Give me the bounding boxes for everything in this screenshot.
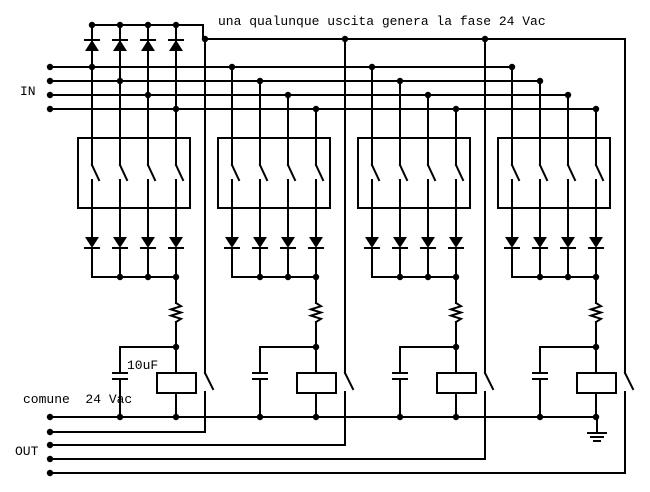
resistor-icon <box>587 301 605 324</box>
diode-icon <box>561 237 575 248</box>
switch-contact-icon <box>510 163 521 182</box>
junction-dot <box>536 77 544 85</box>
diode-icon <box>449 237 463 248</box>
relay-coil-icon <box>436 372 477 394</box>
junction-dot <box>396 273 404 281</box>
switch-contact-icon <box>258 163 269 182</box>
junction-dot <box>368 63 376 71</box>
junction-dot <box>312 105 320 113</box>
wire <box>119 346 177 374</box>
diode-icon <box>169 237 183 248</box>
title-note: una qualunque uscita genera la fase 24 V… <box>218 14 546 29</box>
relay-coil-icon <box>296 372 337 394</box>
in-label: IN <box>20 84 36 99</box>
junction-dot <box>564 91 572 99</box>
junction-dot <box>592 105 600 113</box>
wire <box>539 346 597 374</box>
relay-contact-icon <box>203 371 215 391</box>
out-terminal <box>46 455 54 463</box>
switch-contact-icon <box>314 163 325 182</box>
switch-contact-icon <box>538 163 549 182</box>
in-terminal <box>46 63 54 71</box>
junction-dot <box>452 105 460 113</box>
switch-contact-icon <box>230 163 241 182</box>
switch-contact-icon <box>398 163 409 182</box>
switch-contact-icon <box>146 163 157 182</box>
switch-contact-icon <box>454 163 465 182</box>
switch-contact-icon <box>90 163 101 182</box>
junction-dot <box>424 273 432 281</box>
wire <box>259 346 317 374</box>
out-label: OUT <box>15 444 39 459</box>
switch-contact-icon <box>118 163 129 182</box>
junction-dot <box>228 63 236 71</box>
switch-contact-icon <box>566 163 577 182</box>
diode-icon <box>365 237 379 248</box>
capacitor-label: 10uF <box>127 358 158 373</box>
relay-coil-icon <box>156 372 197 394</box>
diode-icon <box>253 237 267 248</box>
diode-icon <box>225 237 239 248</box>
switch-block <box>357 137 471 209</box>
out-terminal <box>46 469 54 477</box>
relay-coil-icon <box>576 372 617 394</box>
diode-icon <box>533 237 547 248</box>
relay-contact-icon <box>483 371 495 391</box>
switch-contact-icon <box>174 163 185 182</box>
relay-contact-icon <box>623 371 635 391</box>
junction-dot <box>256 77 264 85</box>
switch-contact-icon <box>286 163 297 182</box>
junction-dot <box>284 273 292 281</box>
common-terminal <box>46 413 54 421</box>
diode-icon <box>421 237 435 248</box>
diode-icon <box>281 237 295 248</box>
diode-icon <box>589 237 603 248</box>
junction-dot <box>144 273 152 281</box>
out-terminal <box>46 428 54 436</box>
diode-icon <box>393 237 407 248</box>
diode-icon <box>309 237 323 248</box>
junction-dot <box>284 91 292 99</box>
diode-icon <box>113 237 127 248</box>
junction-dot <box>256 273 264 281</box>
diode-icon <box>505 237 519 248</box>
switch-contact-icon <box>426 163 437 182</box>
resistor-icon <box>307 301 325 324</box>
junction-dot <box>536 273 544 281</box>
diode-icon <box>85 237 99 248</box>
in-terminal <box>46 77 54 85</box>
resistor-icon <box>167 301 185 324</box>
switch-block <box>217 137 331 209</box>
junction-dot <box>564 273 572 281</box>
switch-block <box>77 137 191 209</box>
diode-icon <box>141 237 155 248</box>
in-bus-line <box>49 108 597 139</box>
wire <box>399 346 457 374</box>
in-terminal <box>46 91 54 99</box>
junction-dot <box>424 91 432 99</box>
relay-contact-icon <box>343 371 355 391</box>
resistor-icon <box>447 301 465 324</box>
junction-dot <box>508 63 516 71</box>
in-terminal <box>46 105 54 113</box>
common-label: comune 24 Vac <box>23 392 132 407</box>
junction-dot <box>396 77 404 85</box>
switch-contact-icon <box>594 163 605 182</box>
in-bus-line <box>49 94 569 139</box>
switch-contact-icon <box>370 163 381 182</box>
out-terminal <box>46 441 54 449</box>
junction-dot <box>116 273 124 281</box>
switch-block <box>497 137 611 209</box>
